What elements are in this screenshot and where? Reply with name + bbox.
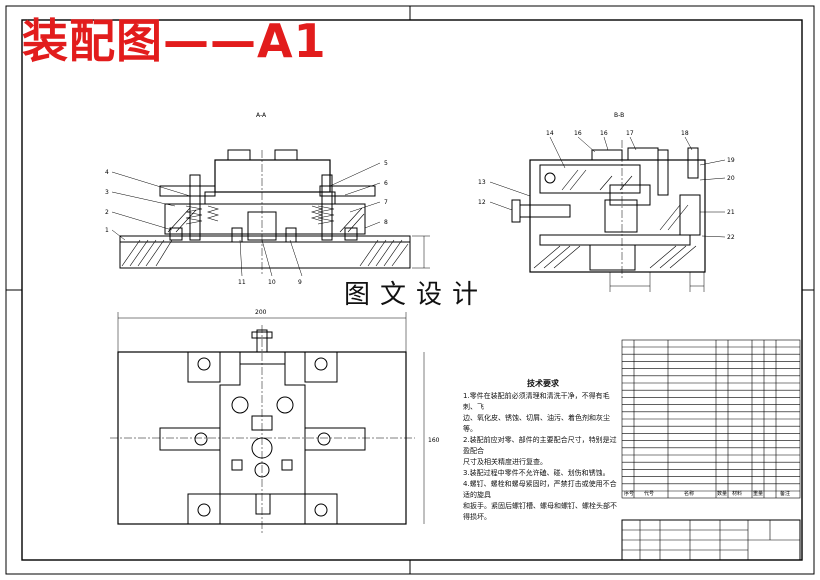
watermark-text: 图文设计 <box>338 274 495 311</box>
top-view <box>110 312 425 535</box>
balloon-bb-16a: 16 <box>574 130 582 137</box>
section-aa-label: A-A <box>256 112 267 119</box>
balloon-left-4: 1 <box>105 227 109 234</box>
bom-header-code: 代号 <box>644 490 654 497</box>
drawing-title: 装配图——A1 <box>22 14 327 68</box>
bom-table <box>621 339 801 499</box>
balloon-bb-13: 13 <box>478 179 486 186</box>
balloon-bottom-3: 9 <box>298 279 302 286</box>
section-b-b-view: B-B <box>489 112 726 292</box>
tech-req-line: 2.装配前应对零、部件的主要配合尺寸，特别是过盈配合 <box>463 436 617 455</box>
title-block <box>621 519 801 561</box>
balloon-bottom-2: 10 <box>268 279 276 286</box>
dim-height-label: 160 <box>428 437 440 444</box>
tech-req-line: 3.装配过程中零件不允许磕、碰、划伤和锈蚀。 <box>463 469 610 477</box>
bom-header-name: 名称 <box>684 490 694 497</box>
balloon-left-1: 4 <box>105 169 109 176</box>
tech-req-line: 4.螺钉、螺栓和螺母紧固时，严禁打击或使用不合适的旋具 <box>463 480 617 499</box>
balloon-bottom-1: 11 <box>238 279 246 286</box>
balloon-bb-18: 18 <box>681 130 689 137</box>
technical-requirements: 技术要求 1.零件在装配前必须清理和清洗干净，不得有毛刺、飞 边、氧化皮、锈蚀、… <box>463 378 623 523</box>
section-bb-label: B-B <box>614 112 624 119</box>
balloon-left-2: 3 <box>105 189 109 196</box>
balloon-bb-14: 14 <box>546 130 554 137</box>
bom-header-qty: 数量 <box>717 490 727 497</box>
tech-req-line: 1.零件在装配前必须清理和清洗干净，不得有毛刺、飞 <box>463 392 610 411</box>
tech-req-line: 和扳手。紧固后螺钉槽、螺母和螺钉、螺栓头部不得损坏。 <box>463 502 617 521</box>
bom-header-note: 备注 <box>780 490 790 497</box>
balloon-bb-19: 19 <box>727 157 735 164</box>
tech-req-line: 边、氧化皮、锈蚀、切屑、油污、着色剂和灰尘等。 <box>463 414 610 433</box>
bom-header-weight: 重量 <box>753 490 763 497</box>
balloon-bb-20: 20 <box>727 175 735 182</box>
balloon-left-3: 2 <box>105 209 109 216</box>
section-a-a-view: A-A <box>111 112 430 277</box>
balloon-right-1: 5 <box>384 160 388 167</box>
balloon-bb-17: 17 <box>626 130 634 137</box>
tech-req-title: 技术要求 <box>527 379 559 388</box>
balloon-bb-16b: 16 <box>600 130 608 137</box>
balloon-bb-21: 21 <box>727 209 735 216</box>
balloon-right-3: 7 <box>384 199 388 206</box>
balloon-bb-12: 12 <box>478 199 486 206</box>
balloon-right-4: 8 <box>384 219 388 226</box>
bom-header-material: 材料 <box>732 490 742 497</box>
balloon-right-2: 6 <box>384 180 388 187</box>
balloon-bb-22: 22 <box>727 234 735 241</box>
bom-header-no: 序号 <box>624 490 634 497</box>
dim-width-label: 200 <box>255 309 267 316</box>
tech-req-line: 尺寸及相关精度进行复查。 <box>463 458 547 466</box>
